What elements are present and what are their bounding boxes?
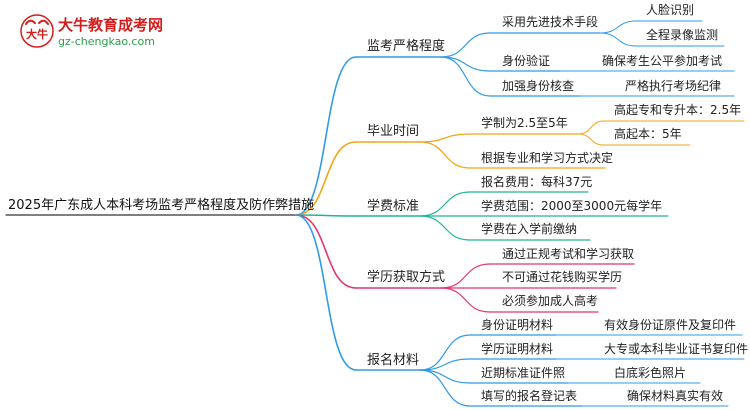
node-connector-14 <box>419 369 471 407</box>
leaf-connector-5 <box>577 133 605 146</box>
node-must-take-exam: 必须参加成人高考 <box>502 294 599 308</box>
branch-connector-2 <box>295 214 357 217</box>
branch-connector-0 <box>295 56 357 216</box>
node-identity-docs: 身份证明材料 <box>481 318 554 332</box>
leaf-id-card-copies: 有效身份证原件及复印件 <box>604 318 737 332</box>
leaf-exam-discipline: 严格执行考场纪律 <box>625 79 722 93</box>
node-by-major: 根据专业和学习方式决定 <box>481 151 614 165</box>
node-registration-fee: 报名费用：每科37元 <box>481 175 593 189</box>
leaf-diploma-copy: 大专或本科毕业证书复印件 <box>604 342 749 356</box>
branch-connector-4 <box>295 214 357 371</box>
leaf-materials-authentic: 确保材料真实有效 <box>627 389 724 403</box>
leaf-full-recording: 全程录像监测 <box>646 28 719 42</box>
logo-title: 大牛教育成考网 <box>58 16 164 34</box>
leaf-junior-college-duration: 高起专和专升本：2.5年 <box>614 103 742 117</box>
node-connector-11 <box>419 334 471 371</box>
branch-connector-3 <box>295 214 357 289</box>
branch-connector-1 <box>295 141 357 216</box>
leaf-fair-exam: 确保考生公平参加考试 <box>602 54 723 68</box>
node-identity-verification: 身份验证 <box>502 54 551 68</box>
node-study-duration: 学制为2.5至5年 <box>481 116 568 130</box>
node-connector-13 <box>419 369 471 384</box>
node-connector-5 <box>419 191 471 217</box>
node-connector-8 <box>440 263 491 289</box>
node-tech-means: 采用先进技术手段 <box>502 15 599 29</box>
branch-application-materials: 报名材料 <box>367 353 420 368</box>
node-connector-1 <box>440 56 491 72</box>
node-connector-3 <box>419 133 471 143</box>
node-connector-2 <box>440 56 491 97</box>
logo-url: gz-chengkao.com <box>58 35 155 48</box>
branch-tuition: 学费标准 <box>367 199 420 214</box>
node-connector-12 <box>419 358 471 371</box>
node-connector-10 <box>440 287 491 313</box>
node-registration-form: 填写的报名登记表 <box>481 389 578 403</box>
root-topic: 2025年广东成人本科考场监考严格程度及防作弊措施 <box>8 198 315 213</box>
leaf-face-recognition: 人脸识别 <box>646 3 695 17</box>
branch-degree-acquisition: 学历获取方式 <box>367 270 446 285</box>
branch-graduation-time: 毕业时间 <box>367 124 420 139</box>
node-formal-exam: 通过正规考试和学习获取 <box>502 247 635 261</box>
leaf-white-background-photo: 白底彩色照片 <box>614 366 687 380</box>
node-identity-check: 加强身份核查 <box>502 79 575 93</box>
node-education-docs: 学历证明材料 <box>481 342 554 356</box>
bull-logo-icon: 大牛 <box>20 14 54 48</box>
site-logo: 大牛 大牛教育成考网 gz-chengkao.com <box>12 10 182 52</box>
node-tuition-range: 学费范围：2000至3000元每学年 <box>481 199 663 213</box>
leaf-connector-0 <box>599 20 637 34</box>
svg-text:大牛: 大牛 <box>26 27 48 41</box>
node-no-buying-degree: 不可通过花钱购买学历 <box>502 270 623 284</box>
branch-supervision: 监考严格程度 <box>367 39 446 54</box>
leaf-bachelor-duration: 高起本：5年 <box>614 127 682 141</box>
leaf-connector-4 <box>577 120 605 135</box>
node-pay-before-enroll: 学费在入学前缴纳 <box>481 222 578 236</box>
node-connector-7 <box>419 215 471 241</box>
leaf-connector-1 <box>599 32 637 47</box>
node-connector-0 <box>440 32 491 58</box>
node-connector-4 <box>419 141 471 169</box>
node-recent-photo: 近期标准证件照 <box>481 366 566 380</box>
